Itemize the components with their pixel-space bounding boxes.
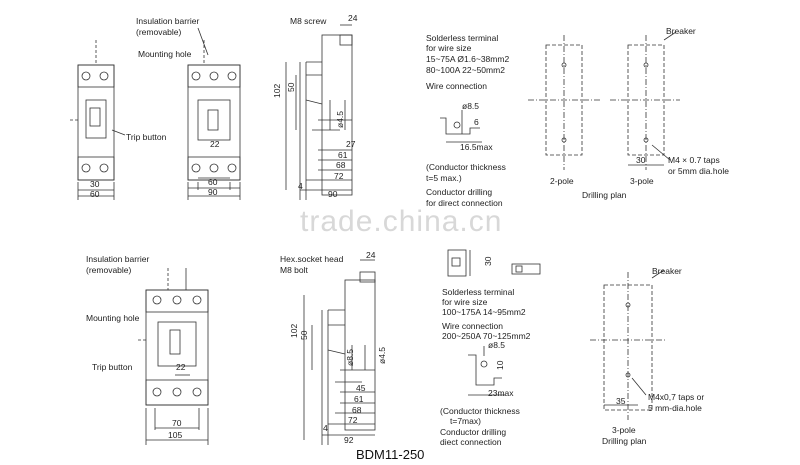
top-side-view (285, 24, 353, 200)
top-terminal (440, 110, 482, 143)
top-side-dim-4-5: ø4.5 (335, 110, 345, 128)
top-side-dim-4: 4 (298, 181, 303, 191)
bottom-side-dim-68: 68 (352, 405, 362, 415)
top-terminal-6: 6 (474, 117, 479, 127)
watermark: trade.china.cn (300, 205, 503, 238)
top-side-dim-90: 90 (328, 189, 338, 199)
top-terminal-dia: ø8.5 (462, 101, 480, 111)
top-conductor-2: t=5 max.) (426, 173, 462, 183)
top-drilling-1: Conductor drilling (426, 187, 493, 197)
bottom-breaker-label: Breaker (652, 266, 682, 276)
bottom-mounting-hole-label: Mounting hole (86, 313, 140, 323)
top-mounting-hole-label: Mounting hole (138, 49, 192, 59)
bottom-conductor-2: t=7max) (450, 416, 481, 426)
bottom-terminal-line-1: Solderless terminal (442, 287, 515, 297)
top-front-3pole (187, 27, 241, 200)
top-terminal-line-4: 80~100A 22~50mm2 (426, 65, 505, 75)
bottom-side-dim-50: 50 (299, 330, 309, 340)
bottom-side-dim-24: 24 (366, 250, 376, 260)
bottom-terminal (447, 249, 541, 396)
bottom-side-dim-92: 92 (344, 435, 354, 445)
top-breaker-label: Breaker (666, 26, 696, 36)
bottom-terminal-30: 30 (483, 256, 493, 266)
bottom-side-dim-4-5: ø4.5 (377, 346, 387, 364)
bottom-bolt-label: M8 bolt (280, 265, 308, 275)
bottom-side-dim-72: 72 (348, 415, 358, 425)
top-terminal-line-2: for wire size (426, 43, 472, 53)
bottom-trip-button-label: Trip button (92, 362, 133, 372)
top-terminal-16-5: 16.5max (460, 142, 493, 152)
bottom-side-dim-61: 61 (354, 394, 364, 404)
bottom-removable-label: (removable) (86, 265, 132, 275)
model-title: BDM11-250 (356, 447, 425, 462)
top-terminal-line-3: 15~75A Ø1.6~38mm2 (426, 54, 510, 64)
bottom-wire-1: Wire connection (442, 321, 503, 331)
top-drilling-2: for direct connection (426, 198, 503, 208)
bottom-wire-2: 200~250A 70~125mm2 (442, 331, 531, 341)
top-dim-90: 90 (208, 187, 218, 197)
top-removable-label: (removable) (136, 27, 182, 37)
top-screw-label: M8 screw (290, 16, 327, 26)
top-side-dim-24: 24 (348, 13, 358, 23)
top-front-2pole (70, 40, 126, 200)
top-taps-1: M4 × 0.7 taps (668, 155, 720, 165)
top-side-dim-27: 27 (346, 139, 356, 149)
bottom-side-view (303, 259, 376, 445)
bottom-drill-35: 35 (616, 396, 626, 406)
bottom-conductor-1: (Conductor thickness (440, 406, 520, 416)
top-side-dim-68: 68 (336, 160, 346, 170)
top-drill-30: 30 (636, 155, 646, 165)
top-drilling-plan (528, 31, 680, 170)
bottom-dim-105: 105 (168, 430, 183, 440)
top-insulation-barrier-label: Insulation barrier (136, 16, 200, 26)
bottom-hex-label: Hex.socket head (280, 254, 344, 264)
top-side-dim-50: 50 (286, 82, 296, 92)
bottom-insulation-barrier-label: Insulation barrier (86, 254, 150, 264)
top-wire-connection: Wire connection (426, 81, 487, 91)
bottom-drilling-plan (590, 269, 666, 420)
top-taps-2: or 5mm dia.hole (668, 166, 729, 176)
bottom-side-dim-8-5: ø8.5 (345, 348, 355, 366)
bottom-front-view (136, 268, 209, 445)
bottom-drilling-1: Conductor drilling (440, 427, 507, 437)
top-trip-button-label: Trip button (126, 132, 167, 142)
bottom-side-dim-45: 45 (356, 383, 366, 393)
bottom-side-dim-102: 102 (289, 323, 299, 338)
bottom-terminal-23: 23max (488, 388, 514, 398)
top-side-dim-61: 61 (338, 150, 348, 160)
top-dim-60: 60 (90, 189, 100, 199)
bottom-drilling-2: diect connection (440, 437, 502, 447)
bottom-pole-3: 3-pole (612, 425, 636, 435)
top-pole-3: 3-pole (630, 176, 654, 186)
bottom-terminal-line-3: 100~175A 14~95mm2 (442, 307, 526, 317)
bottom-taps-2: 5 mm-dia.hole (648, 403, 702, 413)
bottom-terminal-10: 10 (495, 360, 505, 370)
bottom-terminal-line-2: for wire size (442, 297, 488, 307)
top-side-dim-102: 102 (272, 83, 282, 98)
top-terminal-line-1: Solderless terminal (426, 33, 499, 43)
top-pole-2: 2-pole (550, 176, 574, 186)
bottom-taps-1: M4x0,7 taps or (648, 392, 705, 402)
top-dim-22: 22 (210, 139, 220, 149)
bottom-side-dim-4: 4 (323, 423, 328, 433)
top-dim-30: 30 (90, 179, 100, 189)
bottom-drilling-plan-label: Drilling plan (602, 436, 647, 446)
bottom-dim-70: 70 (172, 418, 182, 428)
top-side-dim-72: 72 (334, 171, 344, 181)
top-dim-60b: 60 (208, 177, 218, 187)
bottom-terminal-dia: ø8.5 (488, 340, 506, 350)
top-drilling-plan-label: Drilling plan (582, 190, 627, 200)
bottom-dim-22: 22 (176, 362, 186, 372)
top-conductor-1: (Conductor thickness (426, 162, 506, 172)
